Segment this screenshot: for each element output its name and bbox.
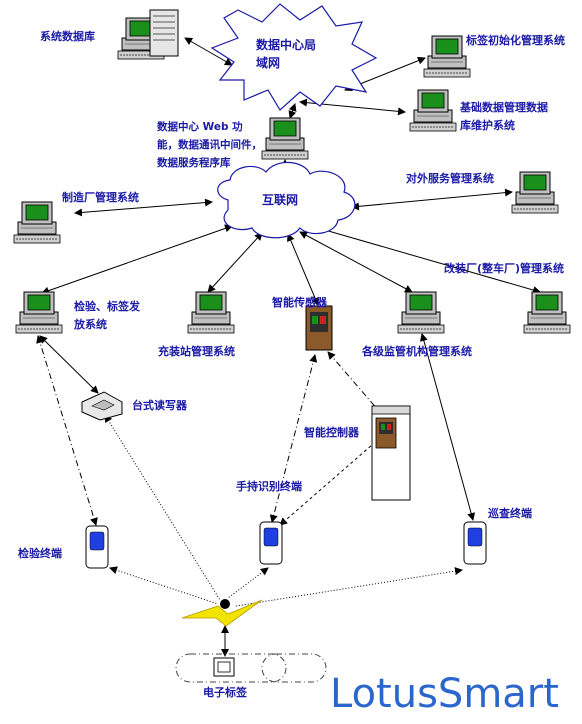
inspection-terminal-icon <box>85 525 109 569</box>
label-dc-web: 数据中心 Web 功能，数据通讯中间件，数据服务程序库 <box>157 121 262 169</box>
label-inspect-sys: 检验、标签发放系统 <box>74 300 140 331</box>
connections <box>36 37 541 657</box>
link-supervision-internet <box>299 231 413 293</box>
label-base-data: 基础数据管理数据库维护系统 <box>460 101 548 132</box>
link-sensor-controller <box>327 351 386 419</box>
lightning-icon <box>181 599 263 627</box>
link-filling-internet <box>207 232 263 293</box>
brand-logo: LotusSmart <box>330 671 559 717</box>
link-supervision-patrol <box>419 333 476 521</box>
link-refit-internet <box>317 226 541 294</box>
link-dcweb-lan <box>288 103 297 119</box>
link-patrol-tag <box>235 567 463 607</box>
label-filling: 充装站管理系统 <box>158 345 235 358</box>
handheld-terminal-icon <box>259 521 283 565</box>
internet-cloud <box>217 161 356 239</box>
label-supervision: 各级监管机构管理系统 <box>362 345 472 358</box>
link-factory-internet <box>74 198 213 217</box>
label-smart-sensor: 智能传感器 <box>272 296 327 309</box>
link-external-internet <box>351 188 513 211</box>
computer-icon <box>261 117 309 160</box>
computer-icon <box>13 201 61 244</box>
smart-controller-icon <box>371 405 411 501</box>
label-electronic-tag: 电子标签 <box>203 686 247 699</box>
patrol-terminal-icon <box>463 521 487 565</box>
computer-icon <box>523 291 571 334</box>
link-inspectpc-inspectterm <box>36 335 98 526</box>
link-sensor-handheld <box>269 354 318 523</box>
smart-sensor-icon <box>305 305 333 351</box>
label-internet: 互联网 <box>262 193 299 207</box>
label-system-db: 系统数据库 <box>40 30 95 43</box>
computer-icon <box>397 291 445 334</box>
desktop-reader-icon <box>81 391 123 421</box>
label-factory: 制造厂管理系统 <box>62 191 139 204</box>
label-dc-lan: 数据中心局域网 <box>256 38 317 70</box>
link-inspect-internet <box>41 224 233 295</box>
label-tag-init: 标签初始化管理系统 <box>466 34 565 47</box>
label-patrol: 巡查终端 <box>488 507 532 520</box>
label-inspect-terminal: 检验终端 <box>18 547 62 560</box>
label-refit: 改装厂(整车厂)管理系统 <box>444 262 565 275</box>
lan-cloud <box>210 3 378 111</box>
link-controller-handheld <box>279 437 381 526</box>
computer-icon <box>15 291 63 334</box>
computer-icon <box>511 171 559 214</box>
link-sysdb-lan <box>184 37 233 66</box>
label-external: 对外服务管理系统 <box>406 172 494 185</box>
label-desktop-reader: 台式读写器 <box>132 399 187 412</box>
computer-icon <box>409 89 457 132</box>
link-inspectpc-reader <box>39 335 99 394</box>
link-reader-tag <box>104 414 221 601</box>
label-handheld: 手持识别终端 <box>236 480 302 493</box>
link-inspectterm-tag <box>109 566 219 605</box>
computer-icon <box>423 35 471 78</box>
electronic-tag-icon <box>213 657 235 677</box>
computer-icon <box>187 291 235 334</box>
server-tower-icon <box>117 9 179 60</box>
tag-track <box>175 653 327 683</box>
link-handheld-tag <box>227 567 269 599</box>
label-smart-controller: 智能控制器 <box>304 426 359 439</box>
